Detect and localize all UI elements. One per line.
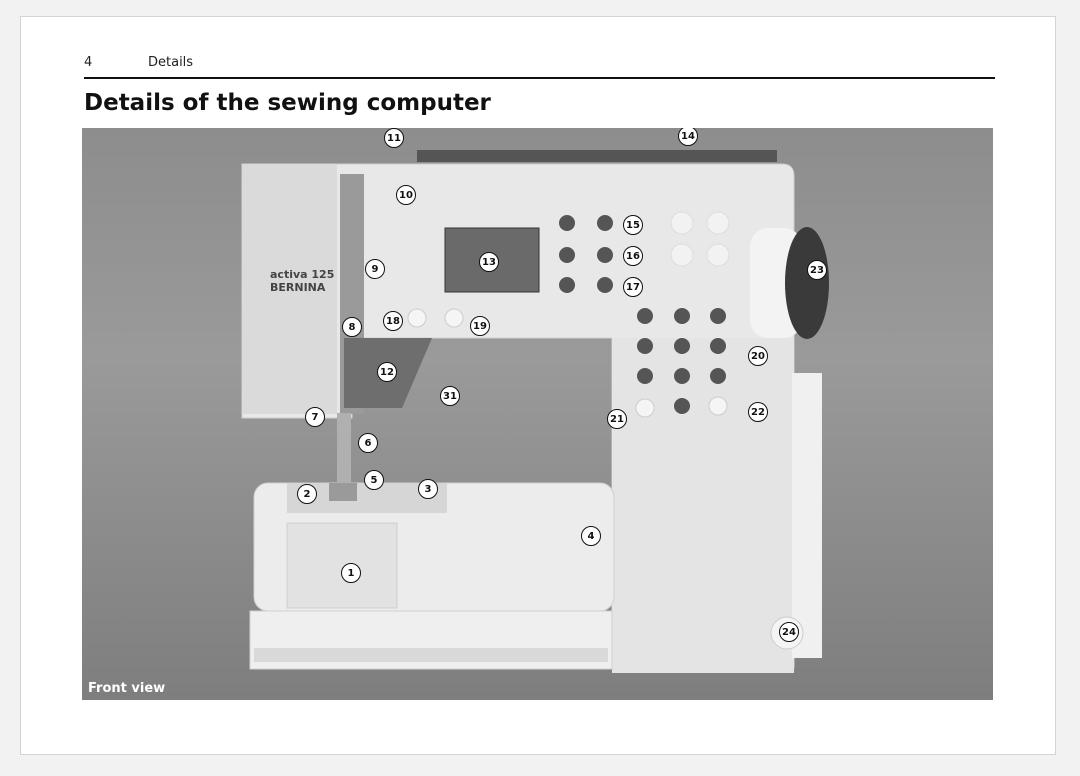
- sewing-machine-photo: activa 125 BERNINA 1 2 3 4 5 6 7 8 9 10 …: [82, 128, 993, 700]
- callout-7: 7: [305, 407, 325, 427]
- callout-24: 24: [779, 622, 799, 642]
- callout-6: 6: [358, 433, 378, 453]
- callout-13: 13: [479, 252, 499, 272]
- callout-4: 4: [581, 526, 601, 546]
- callout-31: 31: [440, 386, 460, 406]
- brand-label: activa 125 BERNINA: [270, 268, 334, 294]
- figure-caption: Front view: [88, 681, 166, 696]
- callout-5: 5: [364, 470, 384, 490]
- callout-16: 16: [623, 246, 643, 266]
- callout-21: 21: [607, 409, 627, 429]
- callout-14: 14: [678, 128, 698, 146]
- sewing-machine-illustration: [241, 150, 829, 673]
- callout-20: 20: [748, 346, 768, 366]
- callout-10: 10: [396, 185, 416, 205]
- model-name: activa 125: [270, 268, 335, 281]
- callout-2: 2: [297, 484, 317, 504]
- callout-19: 19: [470, 316, 490, 336]
- callout-18: 18: [383, 311, 403, 331]
- callout-8: 8: [342, 317, 362, 337]
- callout-17: 17: [623, 277, 643, 297]
- callout-3: 3: [418, 479, 438, 499]
- callout-12: 12: [377, 362, 397, 382]
- callout-15: 15: [623, 215, 643, 235]
- page-title: Details of the sewing computer: [84, 90, 491, 116]
- section-name: Details: [148, 55, 194, 70]
- callout-11: 11: [384, 128, 404, 148]
- callout-1: 1: [341, 563, 361, 583]
- maker-name: BERNINA: [270, 281, 326, 294]
- callout-22: 22: [748, 402, 768, 422]
- header-rule: [84, 77, 995, 79]
- callout-23: 23: [807, 260, 827, 280]
- callout-9: 9: [365, 259, 385, 279]
- page-number: 4: [84, 55, 93, 70]
